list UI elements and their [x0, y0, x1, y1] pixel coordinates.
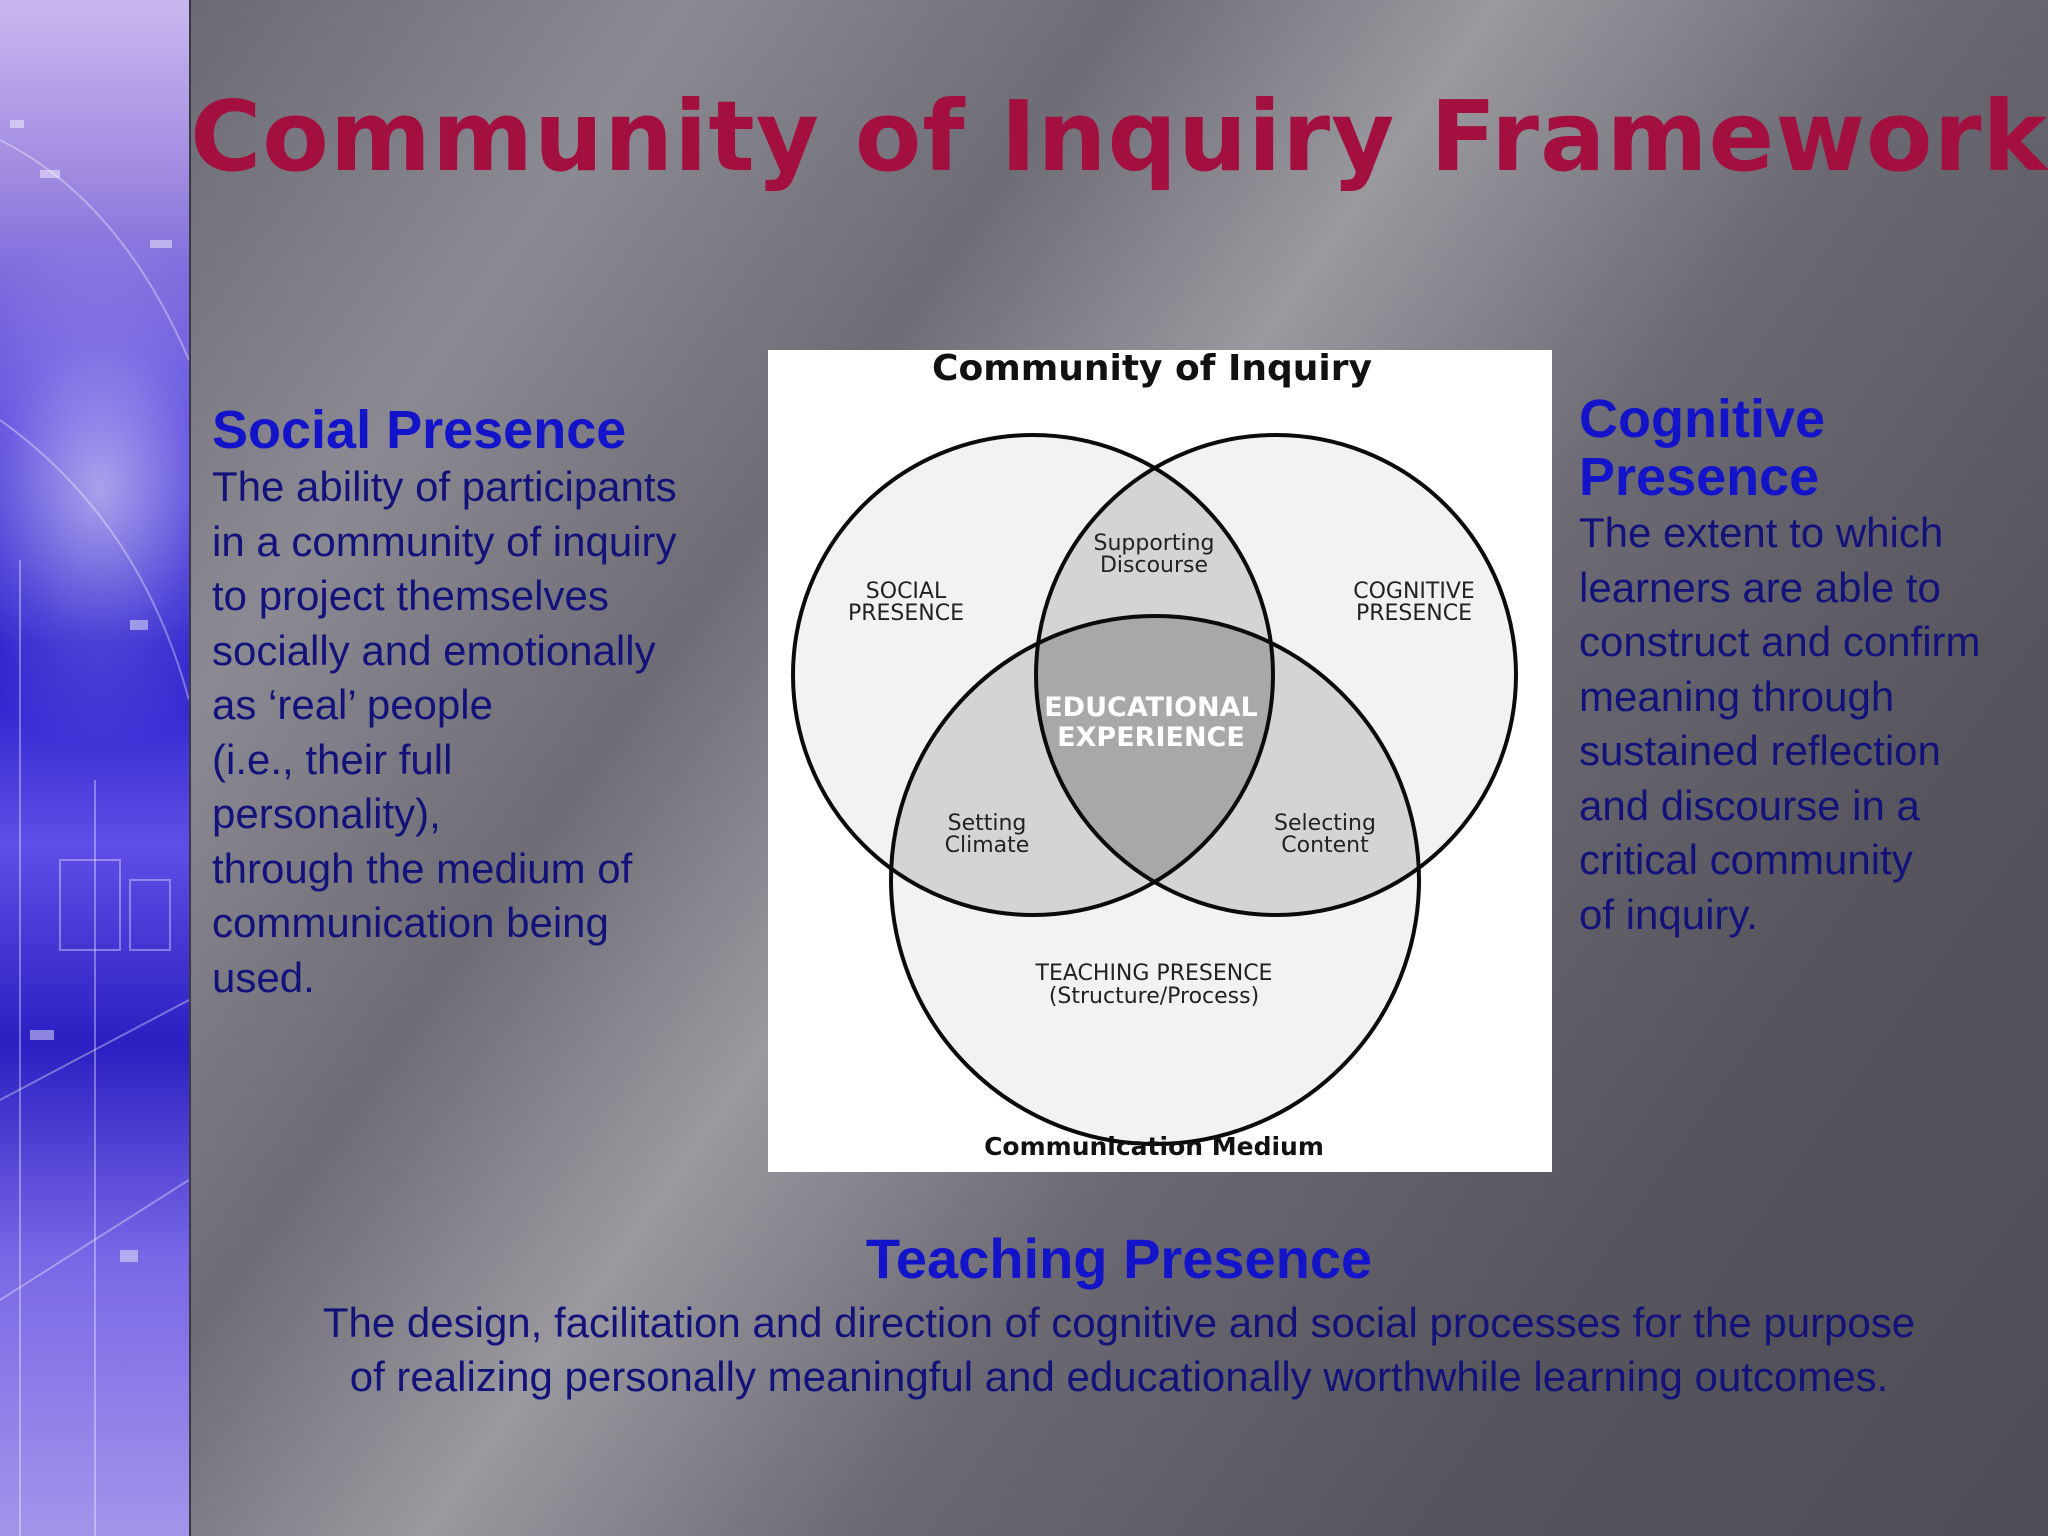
social-presence-line: socially and emotionally — [212, 626, 656, 674]
social-presence-line: communication being — [212, 899, 609, 946]
communication-medium-label: Communication Medium — [984, 1132, 1324, 1161]
cognitive-presence-label: COGNITIVE — [1353, 579, 1475, 604]
social-presence-line: in a community of inquiry — [212, 517, 677, 565]
social-presence-line: used. — [212, 953, 315, 1001]
teaching-presence-block: Teaching Presence The design, facilitati… — [190, 1222, 2048, 1404]
teaching-presence-line: of realizing personally meaningful and e… — [349, 1353, 1889, 1400]
teaching-presence-label: TEACHING PRESENCE — [1035, 961, 1273, 986]
educational-experience-label: EDUCATIONAL — [1044, 692, 1258, 723]
social-presence-line: (i.e., their full — [212, 735, 453, 783]
teaching-presence-heading: Teaching Presence — [865, 1227, 1373, 1290]
cognitive-presence-line: and discourse in a — [1579, 781, 1920, 829]
venn-diagram-panel: Community of Inquiry SOCIAL — [768, 350, 1552, 1172]
social-presence-label: SOCIAL — [866, 579, 947, 604]
diagram-title: Community of Inquiry — [932, 350, 1372, 389]
social-presence-label: PRESENCE — [848, 601, 964, 626]
venn-diagram: Community of Inquiry SOCIAL — [791, 350, 1518, 1161]
page-title: Community of Inquiry Framework — [190, 80, 2048, 193]
cognitive-presence-line: The extent to which — [1579, 509, 1944, 556]
decorative-side-band — [0, 0, 189, 1536]
social-presence-line: personality), — [212, 790, 441, 837]
selecting-content-label: Content — [1281, 833, 1369, 858]
setting-climate-label: Climate — [945, 833, 1030, 858]
cognitive-presence-line: of inquiry. — [1579, 890, 1758, 938]
side-band-pattern — [0, 120, 189, 1536]
setting-climate-label: Setting — [948, 811, 1027, 836]
supporting-discourse-label: Supporting — [1094, 531, 1215, 556]
educational-experience-label: EXPERIENCE — [1057, 722, 1245, 753]
supporting-discourse-label: Discourse — [1100, 553, 1208, 578]
social-presence-line: to project themselves — [212, 572, 609, 619]
side-band-glow — [0, 230, 189, 750]
teaching-presence-line: The design, facilitation and direction o… — [322, 1299, 1916, 1346]
cognitive-presence-line: meaning through — [1579, 672, 1895, 720]
cognitive-presence-line: critical community — [1579, 836, 1913, 883]
social-presence-line: The ability of participants — [212, 463, 677, 510]
social-presence-line: as ‘real’ people — [212, 681, 493, 728]
band-divider — [189, 0, 191, 1536]
teaching-presence-label: (Structure/Process) — [1049, 984, 1259, 1009]
cognitive-presence-line: sustained reflection — [1579, 727, 1941, 774]
cognitive-presence-label: PRESENCE — [1356, 601, 1472, 626]
teaching-circle-outline — [889, 614, 1421, 1146]
selecting-content-label: Selecting — [1274, 811, 1376, 836]
social-presence-heading: Social Presence — [212, 400, 627, 460]
social-presence-block: Social Presence The ability of participa… — [212, 400, 772, 1005]
cognitive-presence-heading: Cognitive — [1579, 389, 1826, 449]
cognitive-presence-heading: Presence — [1579, 447, 1820, 507]
cognitive-presence-block: Cognitive Presence The extent to which l… — [1579, 390, 2039, 942]
cognitive-presence-line: construct and confirm — [1579, 618, 1981, 665]
cognitive-presence-line: learners are able to — [1579, 563, 1941, 611]
cognitive-circle-outline — [1034, 433, 1518, 917]
social-presence-line: through the medium of — [212, 844, 633, 892]
social-circle-outline — [791, 433, 1275, 917]
